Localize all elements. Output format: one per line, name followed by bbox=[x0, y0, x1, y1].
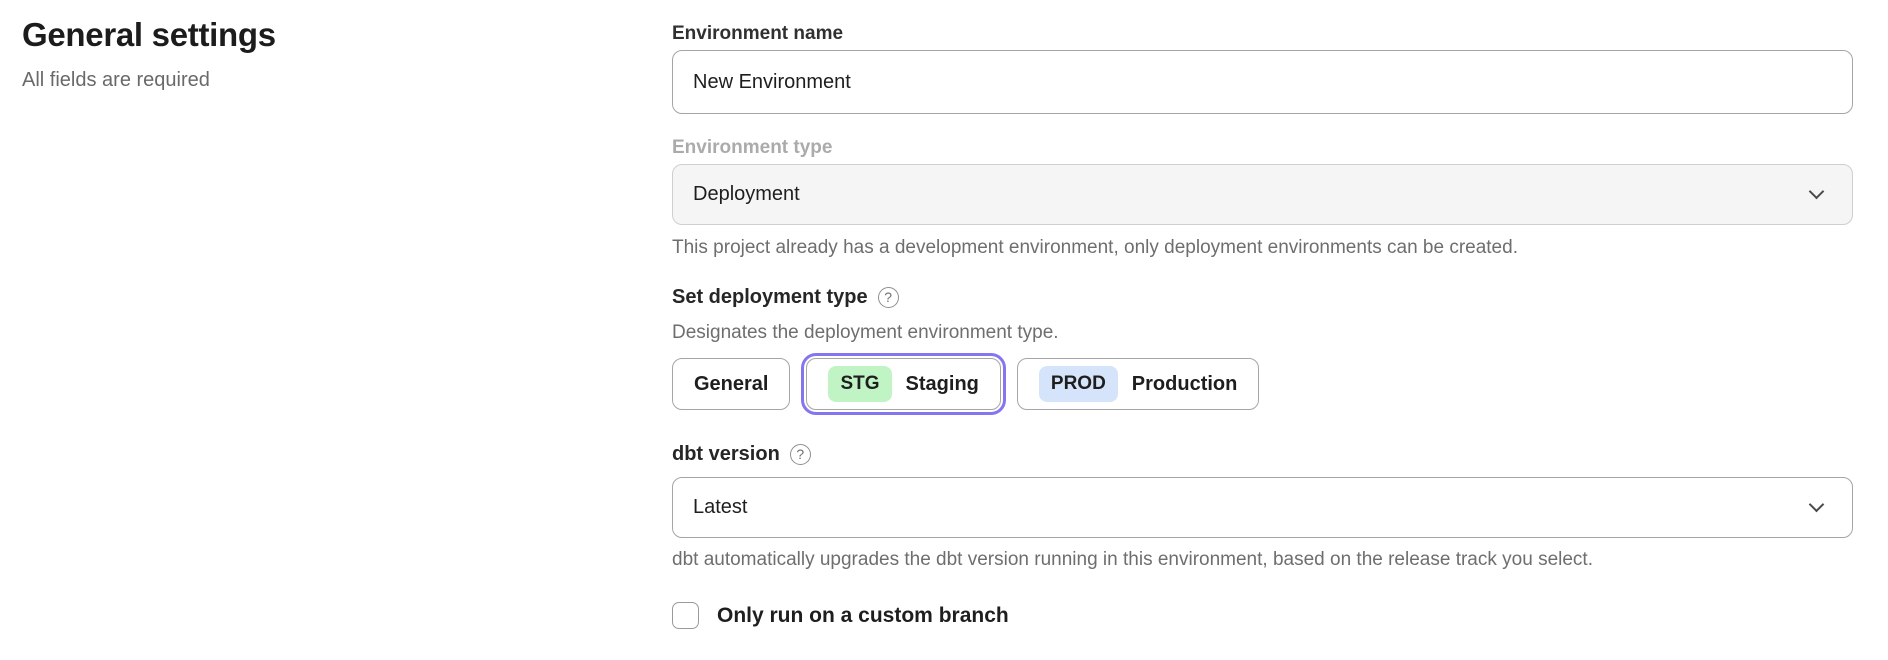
deployment-type-staging-label: Staging bbox=[905, 372, 979, 395]
production-badge: PROD bbox=[1038, 366, 1118, 402]
settings-header: General settings All fields are required bbox=[22, 16, 276, 92]
dbt-version-select[interactable]: Latest bbox=[672, 477, 1853, 538]
dbt-version-value: Latest bbox=[693, 496, 748, 518]
dbt-version-heading: dbt version ? bbox=[672, 443, 1853, 465]
deployment-type-heading: Set deployment type ? bbox=[672, 286, 1853, 308]
deployment-type-heading-text: Set deployment type bbox=[672, 286, 868, 308]
environment-name-input[interactable] bbox=[672, 50, 1853, 114]
custom-branch-label[interactable]: Only run on a custom branch bbox=[717, 603, 1009, 627]
page-subtitle: All fields are required bbox=[22, 69, 210, 91]
deployment-type-production-button[interactable]: PROD Production bbox=[1016, 358, 1260, 410]
deployment-type-general-label: General bbox=[694, 372, 769, 395]
custom-branch-checkbox[interactable] bbox=[672, 602, 699, 629]
chevron-down-icon bbox=[1808, 183, 1825, 199]
deployment-type-production-label: Production bbox=[1131, 372, 1238, 395]
help-icon[interactable]: ? bbox=[877, 286, 899, 308]
environment-type-select: Deployment bbox=[672, 164, 1853, 225]
page-title: General settings bbox=[22, 16, 276, 53]
environment-type-helper: This project already has a development e… bbox=[672, 237, 1518, 258]
environment-type-label: Environment type bbox=[672, 137, 833, 158]
dbt-version-helper: dbt automatically upgrades the dbt versi… bbox=[672, 549, 1593, 570]
deployment-type-staging-button[interactable]: STG Staging bbox=[801, 353, 1006, 415]
environment-type-value: Deployment bbox=[693, 183, 800, 205]
dbt-version-heading-text: dbt version bbox=[672, 443, 780, 465]
custom-branch-row: Only run on a custom branch bbox=[672, 602, 1853, 629]
general-settings-form: Environment name Environment type Deploy… bbox=[672, 24, 1853, 629]
environment-name-label: Environment name bbox=[672, 23, 844, 44]
help-icon[interactable]: ? bbox=[789, 443, 811, 465]
chevron-down-icon bbox=[1808, 496, 1825, 512]
deployment-type-general-button[interactable]: General bbox=[672, 358, 791, 410]
staging-badge: STG bbox=[828, 366, 892, 402]
deployment-type-options: General STG Staging PROD Production bbox=[672, 353, 1853, 415]
deployment-type-description: Designates the deployment environment ty… bbox=[672, 322, 1059, 343]
